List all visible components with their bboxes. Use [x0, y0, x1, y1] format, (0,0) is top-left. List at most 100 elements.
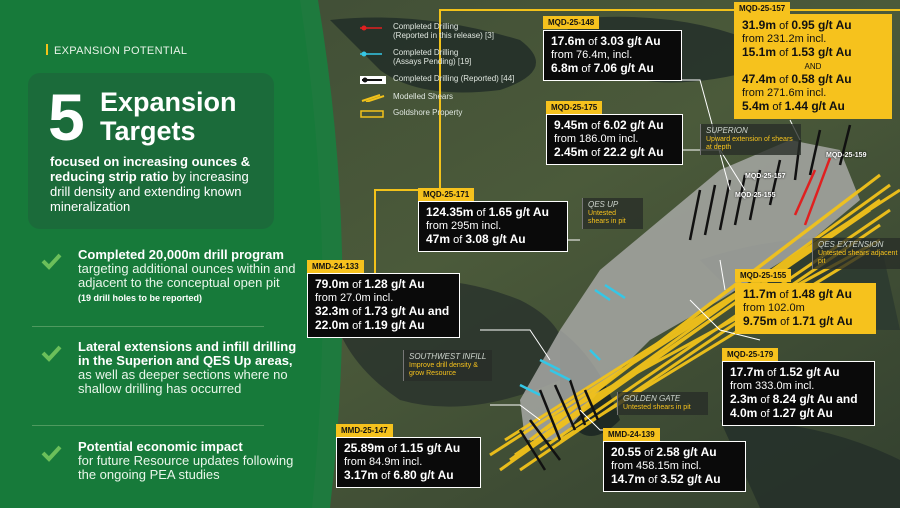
- hero-title: Expansion Targets: [100, 88, 270, 146]
- assay-text: of: [588, 147, 604, 159]
- assay-grade: 1.15 g/t Au: [400, 441, 461, 455]
- assay-line: from 76.4m, incl.: [551, 49, 674, 62]
- assay-line: from 458.15m incl.: [611, 460, 738, 473]
- assay-text: of: [588, 120, 604, 132]
- assay-line: 25.89m of 1.15 g/t Au: [344, 442, 473, 456]
- legend-line2: (Assays Pending) [19]: [393, 57, 472, 66]
- bullet-rest: for future Resource updates following th…: [78, 453, 294, 482]
- drillhole-tag: MMD-25-147: [336, 424, 393, 437]
- note-qes-extension: QES EXTENSION Untested shears adjacent p…: [812, 238, 900, 269]
- assay-interval: 11.7m: [743, 287, 777, 301]
- assay-text: of: [777, 316, 793, 328]
- assay-text: of: [578, 63, 594, 75]
- assay-line: 9.75m of 1.71 g/t Au: [743, 315, 868, 329]
- assay-text: from 231.2m incl.: [742, 33, 827, 45]
- legend-line1: Completed Drilling: [393, 22, 459, 31]
- assay-interval: 20.55: [611, 445, 642, 459]
- assay-text: of: [757, 408, 773, 420]
- assay-text: of: [764, 367, 780, 379]
- bullet-text: Completed 20,000m drill program targetin…: [78, 248, 308, 305]
- drillhole-tag: MMD-24-139: [603, 428, 660, 441]
- assay-line: from 102.0m: [743, 302, 868, 315]
- assay-text: of: [384, 443, 400, 455]
- assay-text: of: [378, 470, 394, 482]
- assay-text: of: [776, 74, 792, 86]
- assay-text: of: [473, 207, 489, 219]
- legend-line1: Completed Drilling: [393, 48, 459, 57]
- assay-line: 20.55 of 2.58 g/t Au: [611, 446, 738, 460]
- assay-grade: 0.58 g/t Au: [791, 72, 852, 86]
- hole-label: MQD-25-155: [735, 192, 776, 199]
- divider: [32, 326, 264, 327]
- open-pit: [520, 140, 860, 440]
- assay-interval: 4.0m: [730, 406, 758, 420]
- note-golden-gate: GOLDEN GATE Untested shears in pit: [617, 392, 708, 415]
- check-icon: [41, 253, 62, 270]
- cyan-drill-icon: [360, 51, 382, 57]
- assay-interval: 2.45m: [554, 145, 589, 159]
- assay-text: from 271.6m incl.: [742, 87, 827, 99]
- assay-grade: 1.65 g/t Au: [488, 205, 549, 219]
- assay-text: of: [776, 20, 792, 32]
- assay-text: from 333.0m incl.: [730, 380, 815, 392]
- note-southwest-infill: SOUTHWEST INFILL Improve drill density &…: [403, 350, 492, 381]
- assay-grade: 3.52 g/t Au: [660, 472, 721, 486]
- hero-sub-rest: by increasing drill density and extendin…: [50, 169, 249, 214]
- section-eyebrow: EXPANSION POTENTIAL: [46, 44, 187, 57]
- hero-sub-bold: focused on increasing ounces & reducing …: [50, 154, 251, 184]
- bullet-item: Completed 20,000m drill program targetin…: [36, 248, 296, 318]
- lake: [720, 420, 900, 508]
- assay-text: from 76.4m, incl.: [551, 49, 633, 61]
- drillhole-tag: MQD-25-157: [734, 2, 791, 15]
- drillhole-tag: MQD-25-179: [722, 348, 779, 361]
- assay-interval: 15.1m: [742, 45, 777, 59]
- black-drill-icon: [360, 76, 386, 84]
- drillhole-tag: MMD-24-133: [307, 260, 364, 273]
- lake: [330, 17, 536, 93]
- hero-title-line2: Targets: [100, 116, 196, 146]
- bullet-bold: Potential economic impact: [78, 439, 243, 454]
- assay-grade: 1.48 g/t Au: [791, 287, 852, 301]
- assay-interval: 31.9m: [742, 18, 777, 32]
- assay-grade: 1.52 g/t Au: [779, 365, 840, 379]
- assay-interval: 3.17m: [344, 468, 379, 482]
- assay-text: from 186.0m incl.: [554, 133, 639, 145]
- assay-grade: 1.28 g/t Au: [364, 277, 425, 291]
- hero-subtitle: focused on increasing ounces & reducing …: [50, 154, 265, 214]
- assay-line: 4.0m of 1.27 g/t Au: [730, 407, 867, 421]
- assay-interval: 9.75m: [743, 314, 778, 328]
- assay-text: of: [769, 101, 785, 113]
- assay-grade: 3.03 g/t Au: [600, 34, 661, 48]
- red-drill-icon: [360, 25, 382, 31]
- assay-interval: 14.7m: [611, 472, 646, 486]
- property-outline-icon: [360, 110, 384, 118]
- assay-line: 11.7m of 1.48 g/t Au: [743, 288, 868, 302]
- legend-line1: Modelled Shears: [393, 92, 454, 101]
- assay-grade: 1.19 g/t Au: [364, 318, 425, 332]
- assay-interval: 17.6m: [551, 34, 586, 48]
- assay-line: 22.0m of 1.19 g/t Au: [315, 319, 452, 333]
- assay-line: 6.8m of 7.06 g/t Au: [551, 62, 674, 76]
- assay-line: from 271.6m incl.: [742, 87, 884, 100]
- assay-line: from 231.2m incl.: [742, 33, 884, 46]
- assay-text: from 295m incl.: [426, 220, 502, 232]
- drillhole-tag: MQD-25-175: [546, 101, 603, 114]
- assay-line: from 333.0m incl.: [730, 380, 867, 393]
- assay-line: from 295m incl.: [426, 220, 560, 233]
- assay-text: from 458.15m incl.: [611, 460, 702, 472]
- bullet-bold: Completed 20,000m drill program: [78, 247, 284, 262]
- assay-interval: 2.3m: [730, 392, 758, 406]
- note-superion: SUPERION Upward extension of shears at d…: [700, 124, 801, 155]
- bullet-text: Lateral extensions and infill drilling i…: [78, 340, 308, 396]
- drill-holes-pending: [519, 283, 626, 397]
- assay-text: from 84.9m incl.: [344, 456, 423, 468]
- legend-line1: Goldshore Property: [393, 108, 463, 117]
- assay-interval: 22.0m: [315, 318, 350, 332]
- assay-grade: 0.95 g/t Au: [791, 18, 852, 32]
- assay-line: 47m of 3.08 g/t Au: [426, 233, 560, 247]
- assay-interval: 32.3m: [315, 304, 350, 318]
- check-icon: [41, 345, 62, 362]
- assay-interval: 25.89m: [344, 441, 385, 455]
- drillhole-tag: MQD-25-148: [543, 16, 600, 29]
